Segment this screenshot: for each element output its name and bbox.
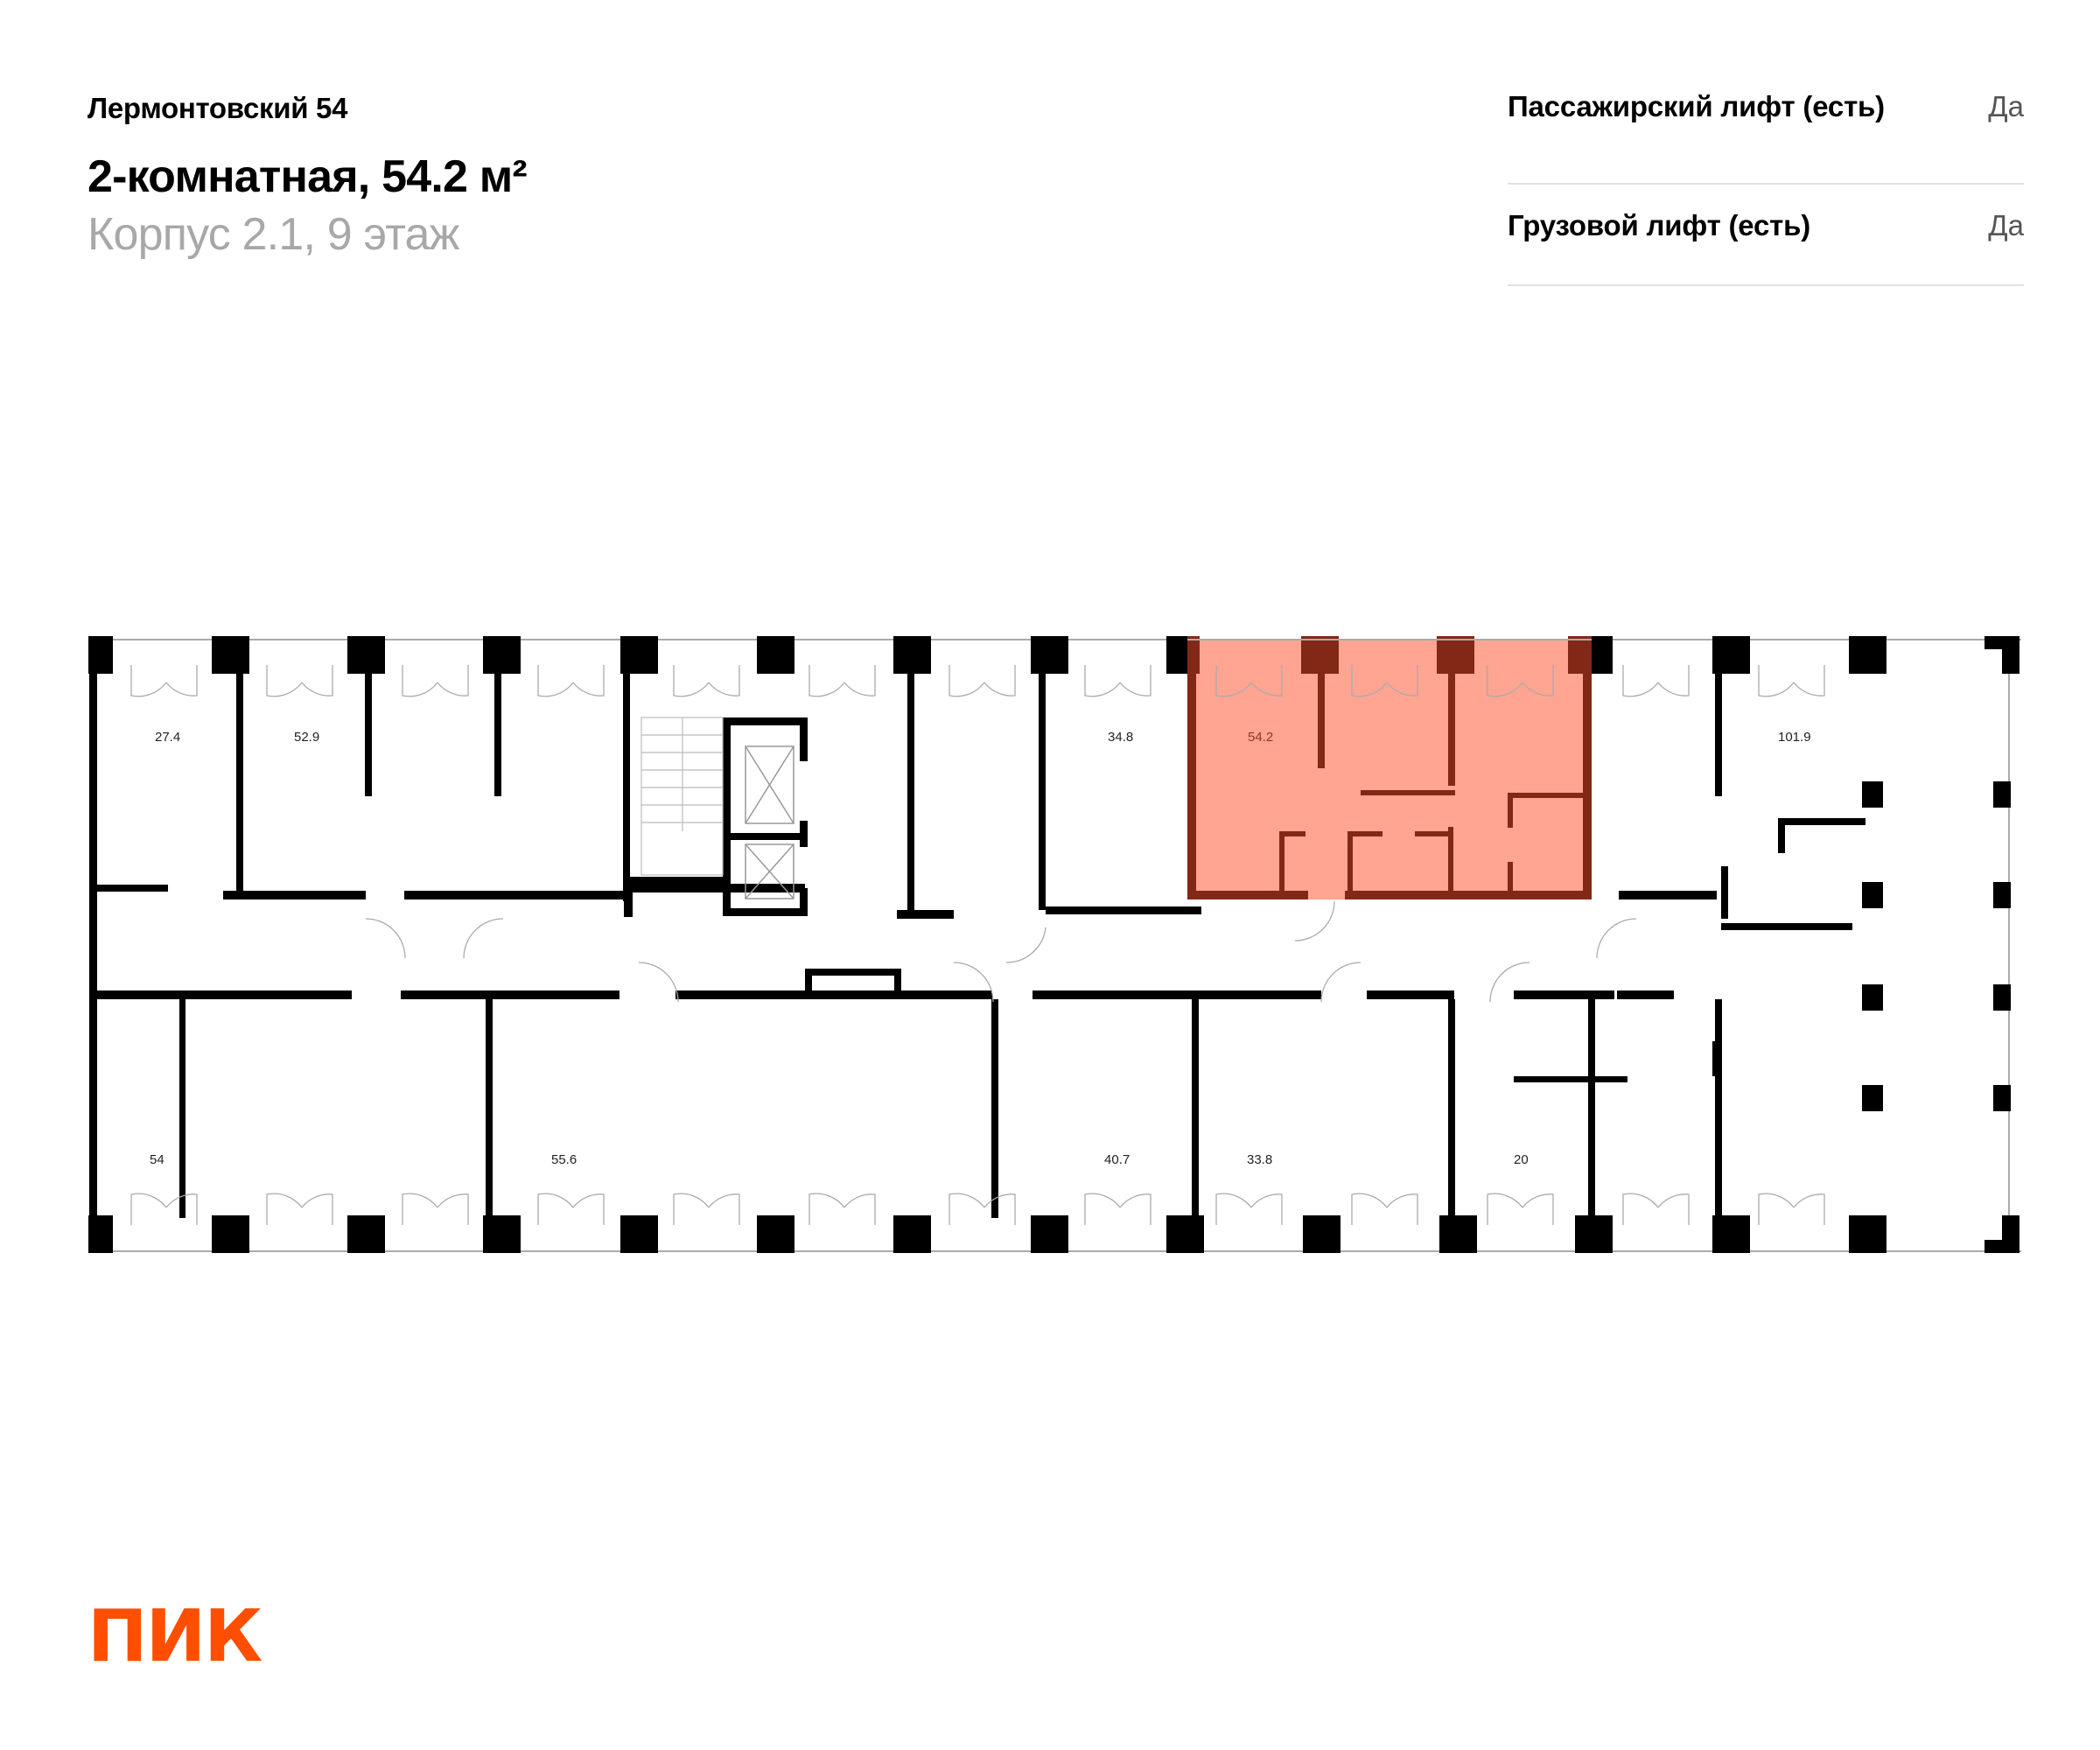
property-passenger-lift: Пассажирский лифт (есть) Да: [1508, 83, 2024, 185]
unit-area: 54: [150, 1152, 164, 1167]
properties-list: Пассажирский лифт (есть) Да Грузовой лиф…: [1508, 83, 2024, 286]
property-label: Грузовой лифт (есть): [1508, 209, 1811, 242]
building-outline: [88, 639, 2021, 1252]
selected-unit-highlight[interactable]: [1186, 636, 1592, 900]
staircase: [640, 717, 724, 876]
unit-area: 33.8: [1247, 1152, 1272, 1167]
project-name: Лермонтовский 54: [88, 92, 348, 124]
unit-area: 27.4: [155, 730, 180, 745]
unit-area-selected: 54.2: [1248, 730, 1273, 745]
columns: [88, 636, 2020, 1253]
unit-area-labels: 27.4 52.9 34.8 54.2 101.9 54 55.6 40.7 3…: [150, 730, 1811, 1167]
property-freight-lift: Грузовой лифт (есть) Да: [1508, 185, 2024, 286]
window-doors: [130, 665, 1825, 1225]
property-label: Пассажирский лифт (есть): [1508, 90, 1885, 122]
building-floor-subtitle: Корпус 2.1, 9 этаж: [88, 209, 459, 260]
walls: [89, 674, 1866, 1218]
property-value: Да: [1988, 209, 2024, 242]
unit-area: 20: [1514, 1152, 1529, 1167]
unit-area: 40.7: [1104, 1152, 1130, 1167]
entrance-doors: [365, 900, 1637, 1003]
unit-area: 52.9: [294, 730, 319, 745]
unit-area: 55.6: [551, 1152, 577, 1167]
property-value: Да: [1988, 90, 2024, 122]
unit-area: 101.9: [1778, 730, 1811, 745]
apartment-title: 2-комнатная, 54.2 м²: [88, 151, 528, 202]
unit-area: 34.8: [1108, 730, 1133, 745]
elevator-shafts: [745, 746, 794, 900]
pik-logo: ПИК: [88, 1595, 262, 1678]
